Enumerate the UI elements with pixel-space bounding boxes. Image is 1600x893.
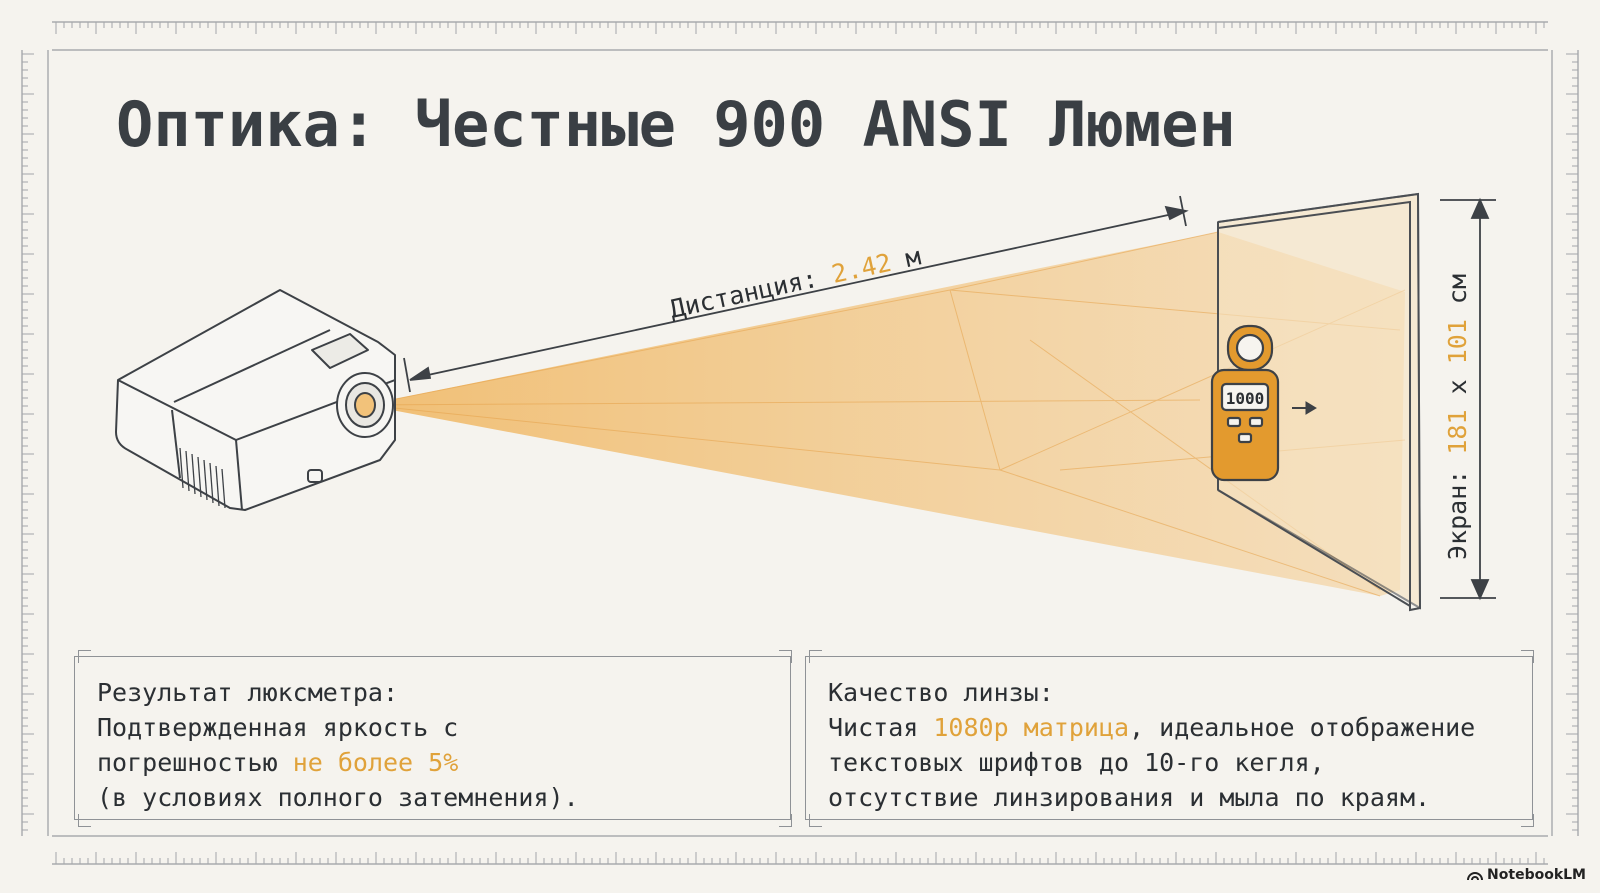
card-text-line: Подтвержденная яркость с (97, 713, 459, 742)
corner-bracket (1521, 650, 1534, 663)
lux-meter-icon (1210, 324, 1317, 482)
card-lens-quality: Качество линзы: Чистая 1080p матрица, ид… (805, 656, 1533, 820)
card-heading: Качество линзы: (828, 678, 1054, 707)
highlight-text: 1080p матрица (933, 713, 1130, 742)
watermark: NotebookLM (1467, 867, 1586, 883)
card-heading: Результат люксметра: (97, 678, 399, 707)
lux-meter-display: 1000 (1226, 389, 1265, 408)
page-title: Оптика: Честные 900 ANSI Люмен (116, 88, 1236, 161)
notebooklm-logo-icon (1467, 872, 1484, 881)
corner-bracket (779, 650, 792, 663)
light-beam (365, 232, 1405, 596)
watermark-text: NotebookLM (1487, 867, 1586, 883)
corner-bracket (809, 814, 822, 827)
corner-bracket (1521, 814, 1534, 827)
screen-size-label: Экран: 181 x 101 см (1443, 274, 1472, 560)
highlight-text: не более 5% (292, 748, 459, 777)
card-text-line: текстовых шрифтов до 10-го кегля, (828, 748, 1325, 777)
screen-dimension-line (1440, 197, 1496, 601)
distance-dimension-line (403, 195, 1189, 393)
card-text-line: Чистая 1080p матрица, идеальное отображе… (828, 713, 1476, 742)
projector-icon (115, 289, 396, 511)
card-lux-meter-result: Результат люксметра: Подтвержденная ярко… (74, 656, 791, 820)
corner-bracket (779, 814, 792, 827)
corner-bracket (78, 650, 91, 663)
corner-bracket (809, 650, 822, 663)
corner-bracket (78, 814, 91, 827)
card-text-line: (в условиях полного затемнения). (97, 783, 579, 812)
card-text-line: погрешностью не более 5% (97, 748, 459, 777)
card-text-line: отсутствие линзирования и мыла по краям. (828, 783, 1431, 812)
